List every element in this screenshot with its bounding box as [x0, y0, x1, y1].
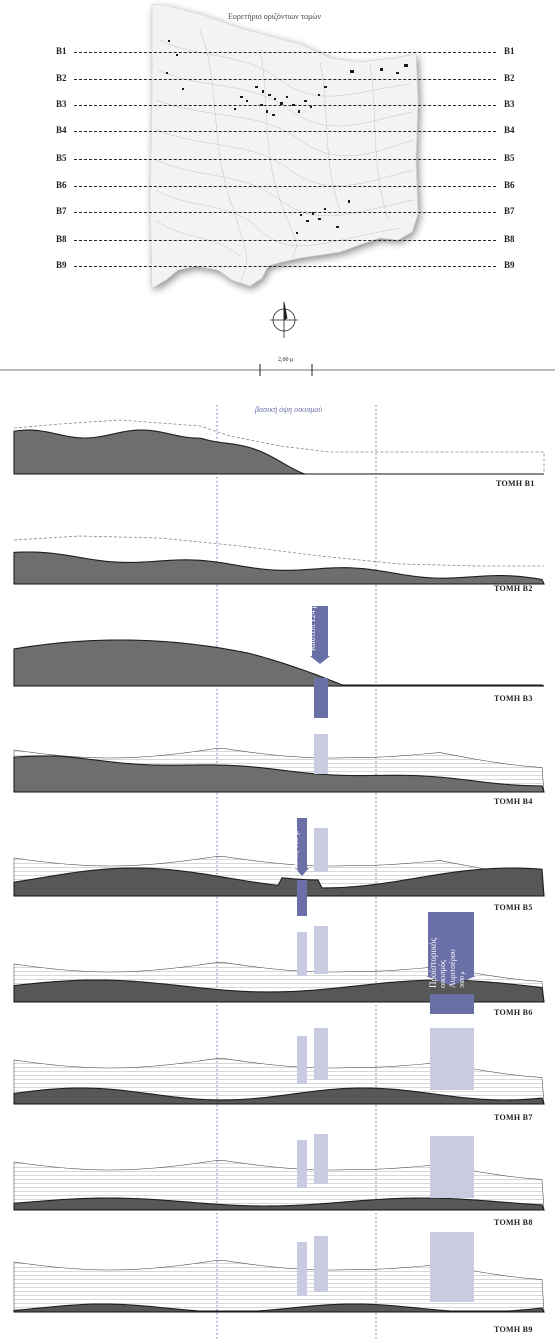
section-line [74, 159, 496, 160]
prostorikos-line1: Προϊστορικός [428, 937, 438, 988]
kastelli-ghost-b5 [314, 828, 328, 872]
section-terrain [13, 1087, 545, 1105]
map-title: Ευρετήριο οριζόντιων τομών [228, 12, 322, 21]
kastelli-bar-b3 [314, 678, 328, 718]
section-terrain [13, 429, 306, 475]
ghost-outline-b2 [13, 535, 544, 567]
ghost-outline-b1 [13, 419, 545, 474]
mylos-ghost-b9 [297, 1242, 307, 1296]
landmark-arrow [295, 868, 309, 876]
section-terrain [13, 639, 545, 687]
section-line-label-right: B2 [504, 73, 515, 83]
landmark-arrow [310, 656, 330, 664]
section-line [74, 105, 496, 106]
site-plan [149, 3, 419, 289]
section-line-label-left: B7 [56, 206, 67, 216]
section-line [74, 266, 496, 267]
mylos-ghost-b7 [297, 1036, 307, 1084]
prostorikos-ghost-b9 [430, 1232, 474, 1302]
section-label: ΤΟΜΗ Β4 [494, 797, 533, 806]
section-line-label-left: B9 [56, 260, 67, 270]
mylos-flag [297, 818, 307, 868]
mylos-ghost-b8 [297, 1140, 307, 1188]
section-line-label-right: B4 [504, 125, 515, 135]
sections-group [13, 419, 545, 1313]
section-line [74, 186, 496, 187]
mylos-ghost-b6 [297, 932, 307, 976]
landmark-arrow [426, 976, 476, 986]
section-terrain [13, 1197, 545, 1211]
section-terrain [13, 867, 545, 897]
kastelli-flag [312, 606, 328, 656]
prostorikos-flag [428, 912, 474, 976]
kastelli-ghost-b6 [314, 926, 328, 974]
section-line-label-left: B3 [56, 99, 67, 109]
section-line-label-right: B6 [504, 180, 515, 190]
section-line-label-left: B6 [56, 180, 67, 190]
section-terrain [13, 551, 545, 585]
kastelli-ghost-b7 [314, 1028, 328, 1080]
section-label: ΤΟΜΗ Β9 [494, 1325, 533, 1334]
zone-label: βασική όψη οικισμού [255, 405, 323, 414]
section-line [74, 212, 496, 213]
section-line-label-left: B2 [56, 73, 67, 83]
section-line-label-right: B3 [504, 99, 515, 109]
section-line [74, 79, 496, 80]
prostorikos-line2: οικισμός [438, 959, 447, 988]
prostorikos-ghost-b8 [430, 1136, 474, 1198]
section-label: ΤΟΜΗ Β1 [496, 479, 535, 488]
landmark-prostorikos-label: Προϊστορικός οικισμός Λυριτσέρου 3600 μ [428, 908, 472, 988]
section-line [74, 52, 496, 53]
kastelli-ghost-b9 [314, 1236, 328, 1292]
section-line-label-left: B1 [56, 46, 67, 56]
landmark-mylos-label: Μύλος 109 μ [291, 830, 300, 873]
section-label: ΤΟΜΗ Β6 [494, 1008, 533, 1017]
section-line [74, 131, 496, 132]
landmark-kastelli-label: Καστέλι 124 μ [308, 604, 317, 651]
section-line [74, 240, 496, 241]
prostorikos-bar-b6 [430, 994, 474, 1014]
contour-lines [155, 29, 415, 283]
prostorikos-line3: Λυριτσέρου [448, 949, 457, 988]
section-line-label-right: B5 [504, 153, 515, 163]
section-label: ΤΟΜΗ Β8 [494, 1218, 533, 1227]
section-terrain [13, 1303, 545, 1313]
section-label: ΤΟΜΗ Β3 [494, 694, 533, 703]
section-line-label-right: B7 [504, 206, 515, 216]
prostorikos-line4: 3600 μ [460, 971, 466, 988]
kastelli-ghost-b4 [314, 734, 328, 774]
section-label: ΤΟΜΗ Β7 [494, 1113, 533, 1122]
north-arrow [270, 301, 298, 338]
section-line-label-left: B4 [56, 125, 67, 135]
scale-label: 2,00 μ [278, 357, 294, 363]
section-label: ΤΟΜΗ Β2 [494, 584, 533, 593]
prostorikos-ghost-b7 [430, 1028, 474, 1090]
section-line-label-right: B9 [504, 260, 515, 270]
section-label: ΤΟΜΗ Β5 [494, 903, 533, 912]
mylos-bar-b5 [297, 880, 307, 916]
section-line-label-left: B8 [56, 234, 67, 244]
scale-bar [0, 364, 555, 376]
section-terrain [13, 755, 545, 793]
section-line-label-right: B1 [504, 46, 515, 56]
kastelli-ghost-b8 [314, 1134, 328, 1184]
section-line-label-right: B8 [504, 234, 515, 244]
section-line-label-left: B5 [56, 153, 67, 163]
